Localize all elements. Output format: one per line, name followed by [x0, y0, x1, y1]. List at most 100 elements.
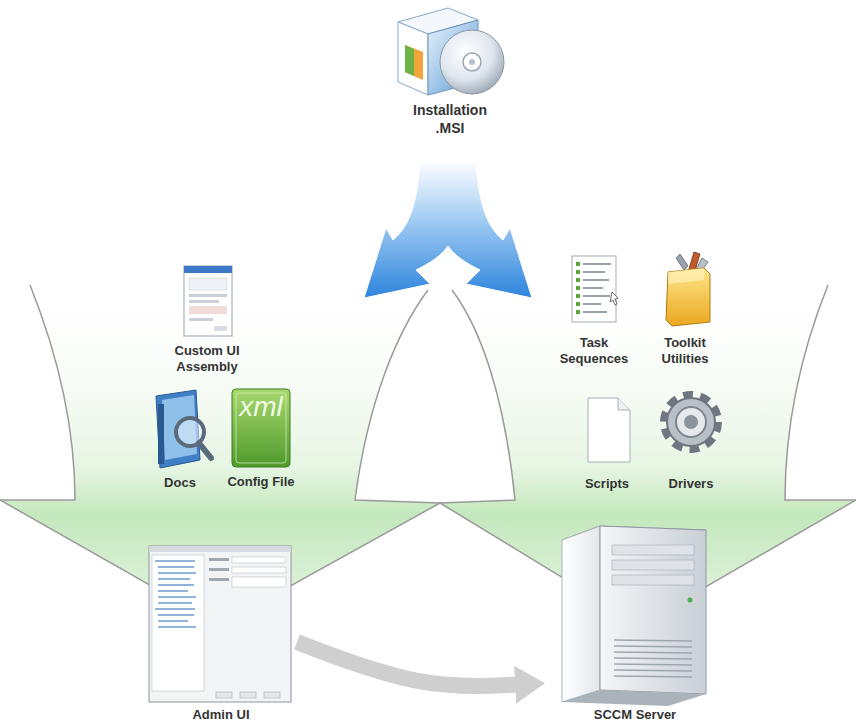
admin-ui-screenshot	[158, 614, 194, 616]
msi-box-icon	[405, 45, 414, 76]
admin-ui-screenshot	[158, 602, 192, 604]
server-tower	[614, 676, 692, 677]
admin-ui-screenshot	[216, 692, 232, 698]
toolkit-icon	[666, 252, 710, 326]
ui-assembly-icon	[214, 326, 227, 331]
ui-assembly-icon	[184, 266, 232, 336]
gear-icon	[684, 415, 698, 429]
server-tower	[614, 646, 692, 647]
admin-ui-screenshot	[232, 577, 286, 587]
icon-label: Admin UI	[192, 707, 249, 724]
ui-assembly-icon	[189, 294, 227, 297]
docs-icon	[199, 443, 211, 458]
task-sequence-icon	[583, 271, 605, 273]
toolkit-icon	[666, 268, 710, 326]
toolkit-icon	[676, 254, 688, 270]
admin-ui-screenshot	[152, 555, 204, 691]
admin-ui-screenshot	[209, 578, 229, 581]
icon-label: Task Sequences	[554, 335, 634, 368]
icon-node: Installation .MSI	[390, 2, 510, 138]
task-sequence-icon	[583, 303, 601, 305]
admin-ui-screenshot	[240, 692, 256, 698]
task-sequence-icon	[576, 286, 580, 290]
task-sequence-icon	[576, 302, 580, 306]
msi-box-icon	[405, 45, 423, 80]
msi-box-icon	[398, 22, 428, 95]
admin-ui-screenshot	[149, 546, 291, 552]
icon-label: Toolkit Utilities	[645, 335, 725, 368]
icon-node: SCCM Server	[545, 520, 725, 724]
server-tower	[612, 560, 694, 570]
admin-ui-screenshot	[209, 558, 229, 561]
ui-assembly-icon	[184, 266, 232, 336]
task-sequence-icon	[583, 287, 603, 289]
msi-box-icon	[440, 30, 504, 94]
icon-caption: xml	[232, 392, 290, 423]
server-tower	[612, 575, 694, 585]
task-sequence-icon	[583, 279, 609, 281]
msi-box-icon	[469, 59, 475, 65]
server-tower	[614, 664, 692, 665]
task-sequence-icon	[576, 278, 580, 282]
config-file-icon	[232, 389, 290, 467]
task-sequence-icon	[576, 270, 580, 274]
script-page-icon	[618, 398, 630, 410]
msi-box-icon	[463, 53, 481, 71]
script-page-icon	[588, 398, 630, 462]
server-tower	[562, 526, 706, 706]
task-sequence-icon	[576, 262, 580, 266]
flow-arrow	[297, 642, 517, 686]
icon-label: Scripts	[585, 476, 629, 493]
server-tower	[614, 670, 692, 671]
icon-node: Drivers	[655, 386, 727, 493]
docs-icon	[156, 390, 211, 468]
admin-ui-screenshot	[155, 560, 195, 562]
admin-ui-screenshot	[158, 626, 196, 628]
icon-node: Scripts	[575, 394, 639, 493]
admin-ui-screenshot	[158, 590, 188, 592]
script-page-icon	[588, 398, 630, 462]
admin-ui-screenshot	[158, 572, 196, 574]
icon-node: Docs	[150, 388, 210, 492]
admin-ui-screenshot	[232, 557, 286, 563]
ui-assembly-icon	[189, 306, 227, 314]
ui-assembly-icon	[184, 266, 232, 273]
icon-label: Docs	[164, 475, 196, 492]
admin-ui-screenshot	[209, 568, 229, 571]
toolkit-icon	[668, 268, 704, 284]
server-tower	[614, 652, 692, 653]
task-sequence-icon	[576, 262, 580, 314]
task-sequence-icon	[583, 311, 607, 313]
task-sequence-icon	[583, 263, 611, 313]
admin-ui-screenshot	[158, 620, 188, 622]
task-sequence-icon	[572, 256, 616, 322]
icon-label: Installation .MSI	[400, 102, 500, 138]
server-tower	[614, 640, 692, 677]
task-sequence-icon	[576, 310, 580, 314]
icon-label: SCCM Server	[594, 707, 676, 724]
task-sequence-icon	[583, 295, 610, 297]
gear-icon	[666, 397, 716, 447]
server-tower	[612, 545, 694, 555]
admin-ui-screenshot	[158, 596, 196, 598]
msi-box-icon	[398, 8, 504, 95]
admin-ui-screenshot	[158, 584, 194, 586]
docs-icon	[158, 404, 164, 464]
task-sequence-icon	[610, 292, 618, 305]
ui-assembly-icon	[189, 300, 219, 303]
ui-assembly-icon	[189, 278, 227, 290]
server-tower	[562, 690, 706, 706]
ui-assembly-icon	[189, 318, 213, 321]
admin-ui-screenshot	[264, 692, 280, 698]
admin-ui-screenshot	[158, 578, 190, 580]
admin-ui-screenshot	[149, 546, 291, 702]
task-sequence-icon	[576, 294, 580, 298]
admin-ui-screenshot	[232, 567, 286, 573]
admin-ui-screenshot	[155, 608, 195, 610]
admin-ui-screenshot	[158, 566, 194, 568]
server-tower	[688, 598, 693, 603]
icon-node: Custom UI Assembly	[165, 262, 249, 376]
icon-node: Admin UI	[145, 542, 297, 724]
gear-icon	[667, 398, 715, 446]
